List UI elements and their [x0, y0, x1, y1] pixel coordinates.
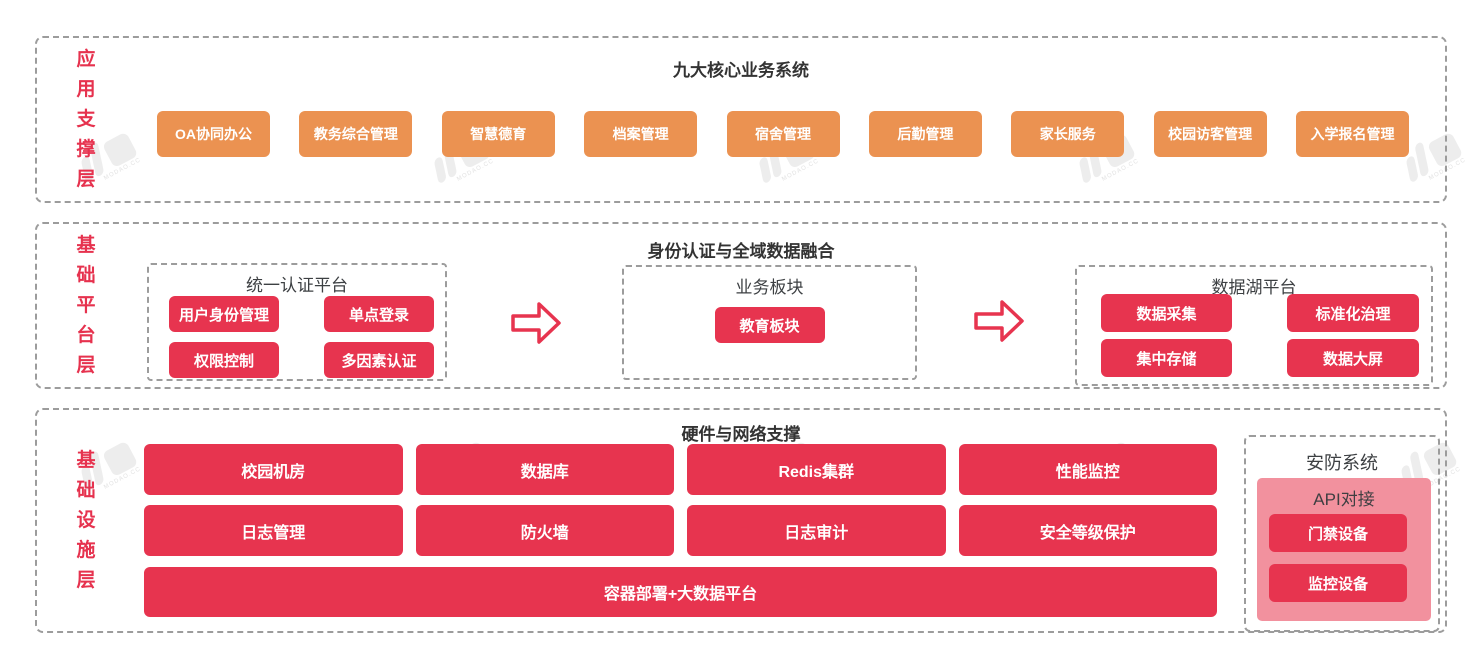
auth-node: 多因素认证	[324, 342, 434, 378]
data-lake-node: 集中存储	[1101, 339, 1232, 377]
system-node: OA协同办公	[157, 111, 270, 157]
auth-platform-title: 统一认证平台	[246, 276, 348, 295]
security-node: 监控设备	[1269, 564, 1407, 602]
infra-node: 日志管理	[144, 505, 403, 556]
auth-node: 用户身份管理	[169, 296, 279, 332]
api-integration-panel: API对接 门禁设备监控设备	[1257, 478, 1431, 621]
business-items: 教育板块	[624, 307, 915, 343]
layer-label-app-support: 应用支撑层	[76, 48, 96, 190]
layer-label-platform: 基础平台层	[76, 234, 96, 376]
infra-row-1: 校园机房数据库 Redis集群性能监控	[144, 444, 1217, 495]
security-system-box: 安防系统 API对接 门禁设备监控设备	[1244, 435, 1440, 632]
data-lake-box: 数据湖平台 数据采集 标准化治理集中存储 数据大屏	[1075, 265, 1433, 386]
infra-node: 数据库	[415, 444, 674, 495]
app-layer-title: 九大核心业务系统	[673, 61, 809, 80]
infra-node: 日志审计	[687, 505, 946, 556]
infra-node: 防火墙	[415, 505, 674, 556]
system-node: 家长服务	[1011, 111, 1125, 157]
data-lake-node: 数据大屏	[1287, 339, 1419, 377]
system-node: 宿舍管理	[726, 111, 840, 157]
infra-node: 性能监控	[958, 444, 1217, 495]
data-lake-node: 标准化治理	[1287, 294, 1419, 332]
system-node: 档案管理	[584, 111, 698, 157]
arrow-right-icon	[974, 300, 1024, 342]
system-node: 后勤管理	[868, 111, 982, 157]
arrow-right-icon	[511, 302, 561, 344]
app-support-layer-section: 应用支撑层 九大核心业务系统 OA协同办公教务综合管理智慧德育档案管理宿舍管理后…	[35, 36, 1447, 203]
security-items: 门禁设备监控设备	[1269, 514, 1407, 602]
core-systems-row: OA协同办公教务综合管理智慧德育档案管理宿舍管理后勤管理家长服务校园访客管理入学…	[157, 111, 1409, 157]
platform-layer-section: 基础平台层 身份认证与全域数据融合 统一认证平台 用户身份管理 单点登录权限控制 多…	[35, 222, 1447, 389]
business-section-title: 业务板块	[735, 278, 804, 297]
system-node: 智慧德育	[441, 111, 555, 157]
infra-wide-row: 容器部署+大数据平台	[144, 567, 1217, 617]
security-node: 门禁设备	[1269, 514, 1407, 552]
data-lake-items: 数据采集 标准化治理集中存储 数据大屏	[1101, 294, 1419, 377]
infra-row-2: 日志管理防火墙日志审计安全等级保护	[144, 505, 1217, 556]
auth-platform-items: 用户身份管理 单点登录权限控制 多因素认证	[169, 296, 434, 378]
auth-platform-box: 统一认证平台 用户身份管理 单点登录权限控制 多因素认证	[147, 263, 447, 381]
infrastructure-layer-section: 基础设施层 硬件与网络支撑 校园机房数据库 Redis集群性能监控 日志管理防火墙…	[35, 408, 1447, 633]
platform-layer-title: 身份认证与全域数据融合	[647, 242, 835, 261]
layer-label-infrastructure: 基础设施层	[76, 449, 96, 591]
system-node: 入学报名管理	[1296, 111, 1409, 157]
data-lake-node: 数据采集	[1101, 294, 1232, 332]
data-lake-title: 数据湖平台	[1211, 278, 1297, 297]
business-node: 教育板块	[714, 307, 825, 343]
auth-node: 单点登录	[324, 296, 434, 332]
infra-node: 安全等级保护	[958, 505, 1217, 556]
infra-node: 校园机房	[144, 444, 403, 495]
infra-node-container-bigdata: 容器部署+大数据平台	[144, 567, 1217, 617]
infra-node: Redis集群	[687, 444, 946, 495]
auth-node: 权限控制	[169, 342, 279, 378]
system-node: 教务综合管理	[299, 111, 413, 157]
security-system-title: 安防系统	[1306, 453, 1378, 473]
business-section-box: 业务板块 教育板块	[622, 265, 917, 380]
api-integration-title: API对接	[1313, 490, 1375, 509]
infra-layer-title: 硬件与网络支撑	[681, 425, 801, 444]
system-node: 校园访客管理	[1153, 111, 1267, 157]
